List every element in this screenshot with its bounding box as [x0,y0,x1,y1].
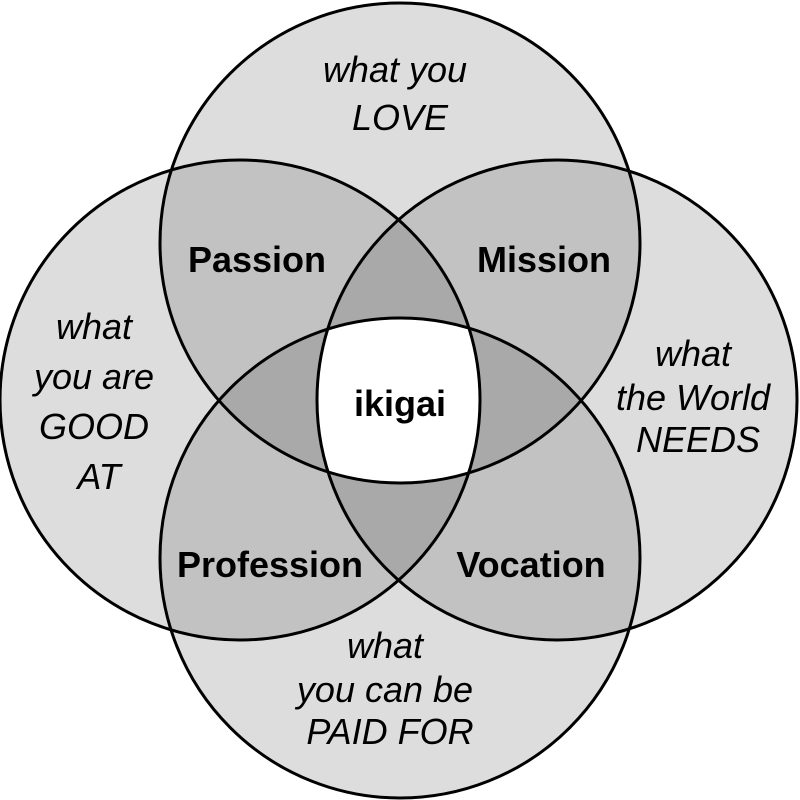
label-what-you-can-be-paid-for: what you can be PAID FOR [294,625,483,752]
label-passion: Passion [188,239,326,280]
label-what-the-world-needs: what the World NEEDS [616,333,780,460]
label-vocation: Vocation [456,544,605,585]
label-what-you-love: what you LOVE [323,49,477,138]
label-what-you-are-good-at: what you are GOOD AT [31,306,164,497]
label-profession: Profession [177,544,363,585]
label-ikigai: ikigai [354,383,446,424]
label-mission: Mission [477,239,611,280]
